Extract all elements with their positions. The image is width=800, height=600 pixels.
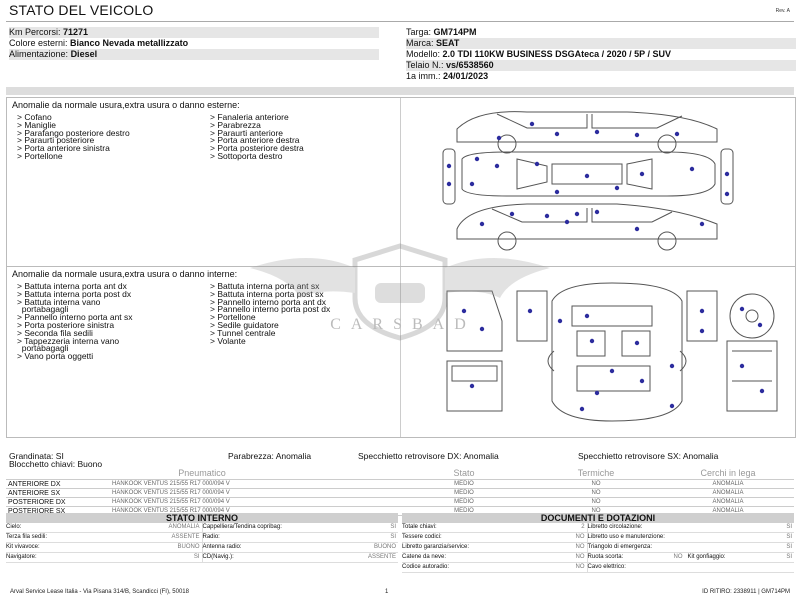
tyres-header-cerchi: Cerchi in lega [662,467,794,480]
summary-blocchetto: Blocchetto chiavi: Buono [9,459,103,469]
tyres-header-stato: Stato [398,467,530,480]
exterior-car-diagram [442,111,734,251]
summary-grandinata: Grandinata: SI [9,451,64,461]
marca-value: SEAT [436,38,460,48]
table-row: ANTERIORE SX HANKOOK VENTUS 215/55 R17 0… [6,488,794,498]
tyres-table: Pneumatico Stato Termiche Cerchi in lega… [6,467,794,516]
kv-cappelliera: Cappelliera/Tendina copribag:SI [202,523,398,533]
tyres-header-termiche: Termiche [530,467,662,480]
documenti-right: Libretto circolazione:SI Libretto uso e … [587,523,794,573]
exterior-title: Anomalie da normale usura,extra usura o … [12,100,240,110]
stato-interno-title: STATO INTERNO [6,513,398,523]
info-row-alimentazione: Alimentazione: Diesel [9,49,379,60]
km-value: 71271 [63,27,89,37]
carsbad-watermark-logo [250,243,550,341]
exterior-divider [400,98,401,266]
documenti-left: Totale chiavi:2 Tessere codici:NO Libret… [402,523,588,573]
interior-list-col2: > Battuta interna porta ant sx > Battuta… [210,281,331,346]
kv-cavo-elettrico: Cavo elettrico: [587,563,794,573]
stato-interno-left: Cielo:ANOMALIA Terza fila sedili:ASSENTE… [6,523,203,563]
tyres-header-pneumatico: Pneumatico [6,467,398,480]
imm-value: 24/01/2023 [443,71,489,81]
kv-radio: Radio:SI [202,533,398,543]
colore-value: Bianco Nevada metallizzato [70,38,189,48]
info-left: Km Percorsi: 71271 Colore esterni: Bianc… [9,27,379,60]
interior-list-col1: > Battuta interna porta ant dx > Battuta… [17,281,133,362]
page-title: STATO DEL VEICOLO [9,2,154,18]
telaio-value: vs/6538560 [446,60,494,70]
kv-triangolo: Triangolo di emergenza:SI [587,543,794,553]
info-right: Targa: GM714PM Marca: SEAT Modello: 2.0 … [406,27,796,82]
kv-navigatore: Navigatore:SI [6,553,202,563]
interior-divider [400,267,401,437]
footer: Arval Service Lease Italia - Via Pisana … [10,589,790,595]
tyres-header-row: Pneumatico Stato Termiche Cerchi in lega [6,467,794,480]
exterior-list-col2: > Fanaleria anteriore > Parabrezza > Par… [210,112,304,161]
footer-page-number: 1 [385,589,389,595]
interior-title: Anomalie da normale usura,extra usura o … [12,269,238,279]
kv-ruota-scorta: Ruota scorta:NO Kit gonfiaggio:SI [587,553,794,563]
revision-label: Rev. A [775,8,790,14]
documenti-box: DOCUMENTI E DOTAZIONI Totale chiavi:2 Te… [402,513,794,573]
info-row-targa: Targa: GM714PM [406,27,477,37]
modello-value: 2.0 TDI 110KW BUSINESS DSGAteca / 2020 /… [442,49,671,59]
kv-libretto-circolazione: Libretto circolazione:SI [587,523,794,533]
interior-car-diagram [446,282,778,422]
alimentazione-value: Diesel [70,49,98,59]
info-row-km: Km Percorsi: 71271 [9,27,379,38]
summary-parabrezza: Parabrezza: Anomalia [228,451,312,461]
kv-totale-chiavi: Totale chiavi:2 [402,523,587,533]
footer-ritiro: ID RITIRO: 2338911 | GM714PM [702,589,790,595]
summary-specchietto-sx: Specchietto retrovisore SX: Anomalia [578,451,719,461]
kv-libretto-garanzia: Libretto garanzia/service:NO [402,543,587,553]
kv-tessere-codici: Tessere codici:NO [402,533,587,543]
kv-libretto-uso: Libretto uso e manutenzione:SI [587,533,794,543]
footer-address: Arval Service Lease Italia - Via Pisana … [10,589,189,595]
watermark-text: CARSBAD [330,316,476,333]
table-row: POSTERIORE DX HANKOOK VENTUS 215/55 R17 … [6,497,794,507]
kv-kit-gonfiaggio-value: SI [786,554,792,560]
table-row: ANTERIORE DX HANKOOK VENTUS 215/55 R17 0… [6,479,794,489]
kv-kit-gonfiaggio-label: Kit gonfiaggio: [687,554,726,560]
kv-cd-navig: CD(Navig.):ASSENTE [202,553,398,563]
kv-codice-autoradio: Codice autoradio:NO [402,563,587,573]
info-row-modello: Modello: 2.0 TDI 110KW BUSINESS DSGAteca… [406,49,671,59]
kv-terza-fila: Terza fila sedili:ASSENTE [6,533,202,543]
info-row-telaio: Telaio N.: vs/6538560 [406,60,796,71]
kv-catene: Catene da neve:NO [402,553,587,563]
kv-cielo: Cielo:ANOMALIA [6,523,202,533]
kv-antenna: Antenna radio:BUONO [202,543,398,553]
kv-kit-vivavoce: Kit vivavoce:BUONO [6,543,202,553]
targa-value: GM714PM [433,27,477,37]
stato-interno-right: Cappelliera/Tendina copribag:SI Radio:SI… [202,523,398,563]
exterior-list-col1: > Cofano > Maniglie > Parafango posterio… [17,112,130,161]
summary-specchietto-dx: Specchietto retrovisore DX: Anomalia [358,451,499,461]
info-row-marca: Marca: SEAT [406,38,796,49]
interior-section: Anomalie da normale usura,extra usura o … [6,266,796,438]
title-divider [6,21,794,22]
documenti-title: DOCUMENTI E DOTAZIONI [402,513,794,523]
info-row-colore: Colore esterni: Bianco Nevada metallizza… [9,38,189,48]
stato-interno-box: STATO INTERNO Cielo:ANOMALIA Terza fila … [6,513,398,563]
info-row-immatricolazione: 1a imm.: 24/01/2023 [406,71,489,81]
section-separator [6,87,794,95]
